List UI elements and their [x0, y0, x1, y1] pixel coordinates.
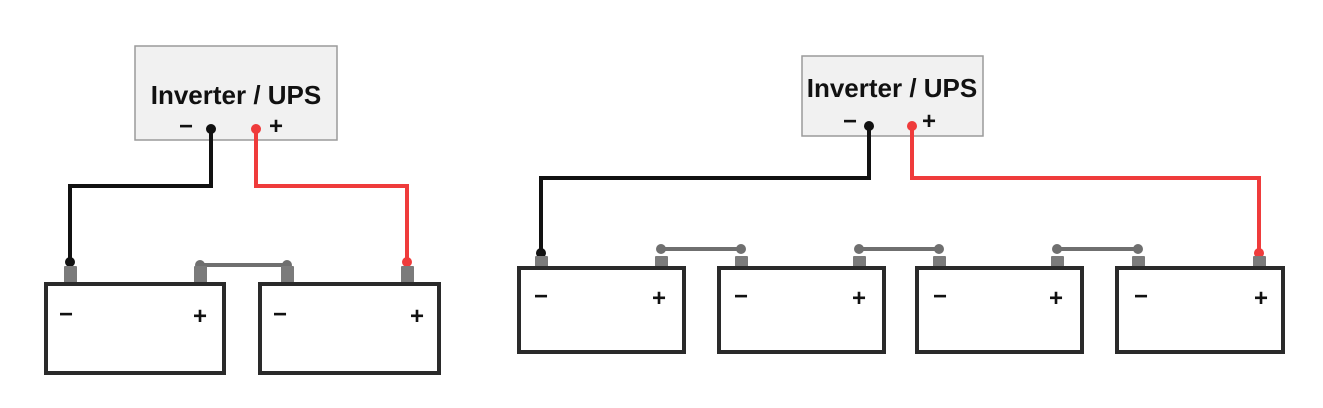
battery-body: [1115, 266, 1285, 354]
jumper-1-right-dot: [736, 244, 746, 254]
battery-minus-symbol: −: [59, 301, 73, 328]
battery-plus-symbol: +: [1254, 285, 1268, 312]
battery-body: [517, 266, 686, 354]
jumper-2-right-dot: [934, 244, 944, 254]
inverter-positive-terminal-dot: [907, 121, 917, 131]
battery-positive-wire-dot: [402, 257, 412, 267]
battery-left-1: − +: [44, 266, 226, 375]
battery-body: [258, 282, 441, 375]
battery-positive-terminal: [1253, 256, 1266, 268]
battery-minus-symbol: −: [273, 301, 287, 328]
battery-positive-terminal: [401, 266, 414, 284]
battery-minus-symbol: −: [734, 283, 748, 310]
inverter-ups-box: [135, 46, 337, 140]
inverter-ups-label: Inverter / UPS: [807, 73, 978, 103]
battery-right-2: − +: [717, 256, 886, 354]
battery-minus-symbol: −: [933, 283, 947, 310]
battery-right-4: − +: [1115, 256, 1285, 354]
inverter-plus-symbol: +: [269, 113, 283, 140]
battery-positive-wire-dot: [1254, 248, 1264, 258]
diagram-left: Inverter / UPS − + − +: [44, 45, 441, 375]
battery-right-3: − +: [915, 256, 1084, 354]
positive-wire: [254, 129, 409, 262]
battery-negative-terminal: [64, 266, 77, 284]
jumper-2-left-dot: [854, 244, 864, 254]
jumper-1-left-dot: [656, 244, 666, 254]
inverter-minus-symbol: −: [179, 113, 193, 140]
inverter-ups-label: Inverter / UPS: [151, 80, 322, 110]
battery-positive-terminal: [853, 256, 866, 268]
battery-minus-symbol: −: [534, 283, 548, 310]
battery-plus-symbol: +: [1049, 285, 1063, 312]
battery-plus-symbol: +: [193, 303, 207, 330]
inverter-ups-border: [801, 55, 984, 137]
battery-positive-terminal: [194, 266, 207, 284]
battery-negative-terminal: [933, 256, 946, 268]
diagram-right: Inverter / UPS − +: [517, 55, 1285, 354]
jumper-3-right-dot: [1133, 244, 1143, 254]
battery-negative-wire-dot: [536, 248, 546, 258]
battery-left-2: − +: [258, 266, 441, 375]
battery-negative-terminal: [535, 256, 548, 268]
inverter-ups-border: [134, 45, 338, 141]
battery-right-1: − +: [517, 256, 686, 354]
negative-wire: [68, 129, 213, 262]
battery-body: [44, 282, 226, 375]
battery-body: [915, 266, 1084, 354]
battery-minus-symbol: −: [1134, 283, 1148, 310]
battery-negative-terminal: [735, 256, 748, 268]
jumper-3-left-dot: [1052, 244, 1062, 254]
battery-body: [717, 266, 886, 354]
inverter-minus-symbol: −: [843, 108, 857, 135]
battery-positive-terminal: [655, 256, 668, 268]
inverter-plus-symbol: +: [922, 108, 936, 135]
battery-plus-symbol: +: [410, 303, 424, 330]
inverter-negative-terminal-dot: [864, 121, 874, 131]
inverter-ups-box: [802, 56, 983, 136]
battery-negative-terminal: [1132, 256, 1145, 268]
battery-plus-symbol: +: [852, 285, 866, 312]
battery-negative-wire-dot: [65, 257, 75, 267]
negative-wire: [539, 126, 871, 253]
inverter-positive-terminal-dot: [251, 124, 261, 134]
positive-wire: [910, 126, 1261, 253]
battery-plus-symbol: +: [652, 285, 666, 312]
battery-positive-terminal: [1051, 256, 1064, 268]
inverter-negative-terminal-dot: [206, 124, 216, 134]
battery-negative-terminal: [281, 266, 294, 284]
